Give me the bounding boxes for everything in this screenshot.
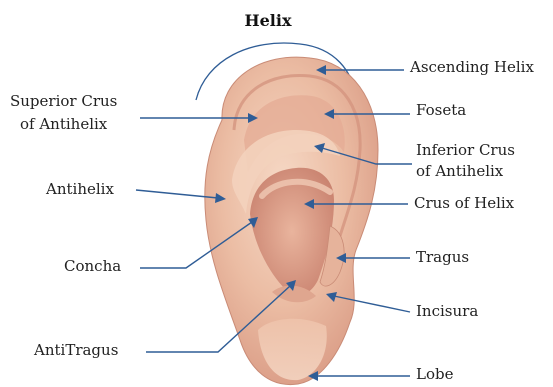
label-inferior-crus-line1: Inferior Crus [416, 141, 515, 159]
label-lobe: Lobe [416, 365, 454, 383]
label-concha: Concha [64, 257, 121, 275]
label-foseta: Foseta [416, 101, 466, 119]
label-inferior-crus-line2: of Antihelix [416, 162, 504, 180]
label-antitragus: AntiTragus [33, 341, 118, 359]
label-antihelix: Antihelix [45, 180, 114, 198]
label-ascending-helix: Ascending Helix [409, 58, 534, 76]
label-superior-crus-line1: Superior Crus [10, 92, 117, 110]
label-incisura: Incisura [416, 302, 478, 320]
label-superior-crus-line2: of Antihelix [20, 115, 108, 133]
label-tragus: Tragus [416, 248, 469, 266]
label-crus-of-helix: Crus of Helix [414, 194, 515, 212]
title-helix: Helix [245, 11, 292, 30]
